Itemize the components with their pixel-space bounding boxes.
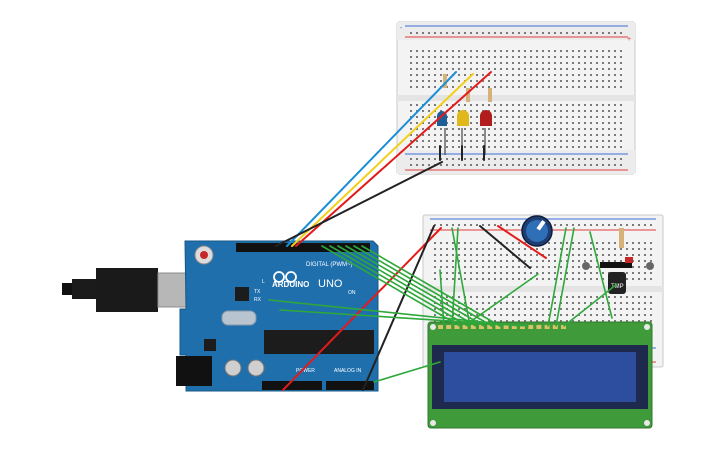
pushbutton[interactable]	[582, 257, 654, 270]
digital-header[interactable]	[236, 243, 370, 252]
digital-header-label: DIGITAL (PWM~)	[306, 262, 353, 268]
lcd-pin-db5[interactable]	[528, 325, 534, 329]
lcd-pin-v0[interactable]	[454, 325, 460, 329]
lcd-pin-header[interactable]	[438, 325, 566, 329]
lcd-pin-db1[interactable]	[495, 325, 501, 329]
resistor-right[interactable]	[619, 228, 624, 248]
wire-red[interactable]	[295, 71, 492, 247]
resistor-red-led[interactable]	[488, 88, 492, 102]
lcd-pin-led[interactable]	[561, 325, 566, 329]
red-led[interactable]	[480, 110, 492, 126]
reset-button[interactable]	[200, 251, 208, 259]
wire-green-group[interactable]	[268, 227, 618, 383]
lcd-pin-db2[interactable]	[503, 325, 509, 329]
lcd-pin-e[interactable]	[479, 325, 484, 329]
analog-header[interactable]	[326, 381, 374, 390]
lcd-display[interactable]	[427, 321, 653, 429]
arduino-logo-icon	[273, 271, 285, 283]
lcd-pin-led[interactable]	[552, 325, 558, 329]
rail-plus-label: +	[627, 36, 631, 43]
analog-label: ANALOG IN	[334, 368, 362, 374]
arduino-logo-text: ARDUINO	[272, 280, 309, 289]
lcd-pin-db4[interactable]	[520, 325, 525, 329]
power-label: POWER	[296, 368, 315, 374]
wire-blue[interactable]	[286, 71, 457, 247]
lcd-pin-gnd[interactable]	[438, 325, 443, 329]
resistor-yellow-led[interactable]	[466, 88, 470, 102]
potentiometer[interactable]	[521, 215, 553, 247]
resistor-blue-led[interactable]	[443, 74, 447, 88]
lcd-screen	[444, 352, 636, 402]
rx-label: RX	[254, 297, 262, 303]
tmp-sensor[interactable]: TMP	[608, 272, 626, 294]
breadboard-top[interactable]: - +	[396, 21, 636, 175]
lcd-pin-db6[interactable]	[536, 325, 542, 329]
wires[interactable]	[268, 71, 618, 391]
rail-minus-label: -	[400, 25, 403, 32]
lcd-pin-db0[interactable]	[487, 325, 493, 329]
usb-cable-end	[62, 283, 74, 295]
arduino-board[interactable]: DIGITAL (PWM~) ARDUINO UNO ON L TX RX PO…	[62, 240, 379, 392]
tx-label: TX	[254, 289, 261, 295]
wire-yellow[interactable]	[291, 73, 474, 247]
lcd-pin-vcc[interactable]	[446, 325, 452, 329]
usb-plug[interactable]	[96, 268, 158, 312]
atmega-chip	[264, 330, 374, 354]
led-group[interactable]	[437, 74, 492, 155]
lcd-pin-rs[interactable]	[462, 325, 468, 329]
lcd-pin-db7[interactable]	[544, 325, 550, 329]
wire-black-top[interactable]	[275, 161, 443, 247]
wire-gnd[interactable]	[362, 225, 435, 391]
power-header[interactable]	[262, 381, 322, 390]
tmp-label: TMP	[611, 284, 624, 290]
uno-label: UNO	[318, 278, 343, 290]
on-label: ON	[348, 290, 356, 296]
yellow-led[interactable]	[457, 110, 469, 126]
lcd-pin-db3[interactable]	[511, 325, 517, 329]
led-l-label: L	[262, 279, 265, 285]
power-jack[interactable]	[176, 356, 212, 386]
lcd-pin-rw[interactable]	[470, 325, 476, 329]
